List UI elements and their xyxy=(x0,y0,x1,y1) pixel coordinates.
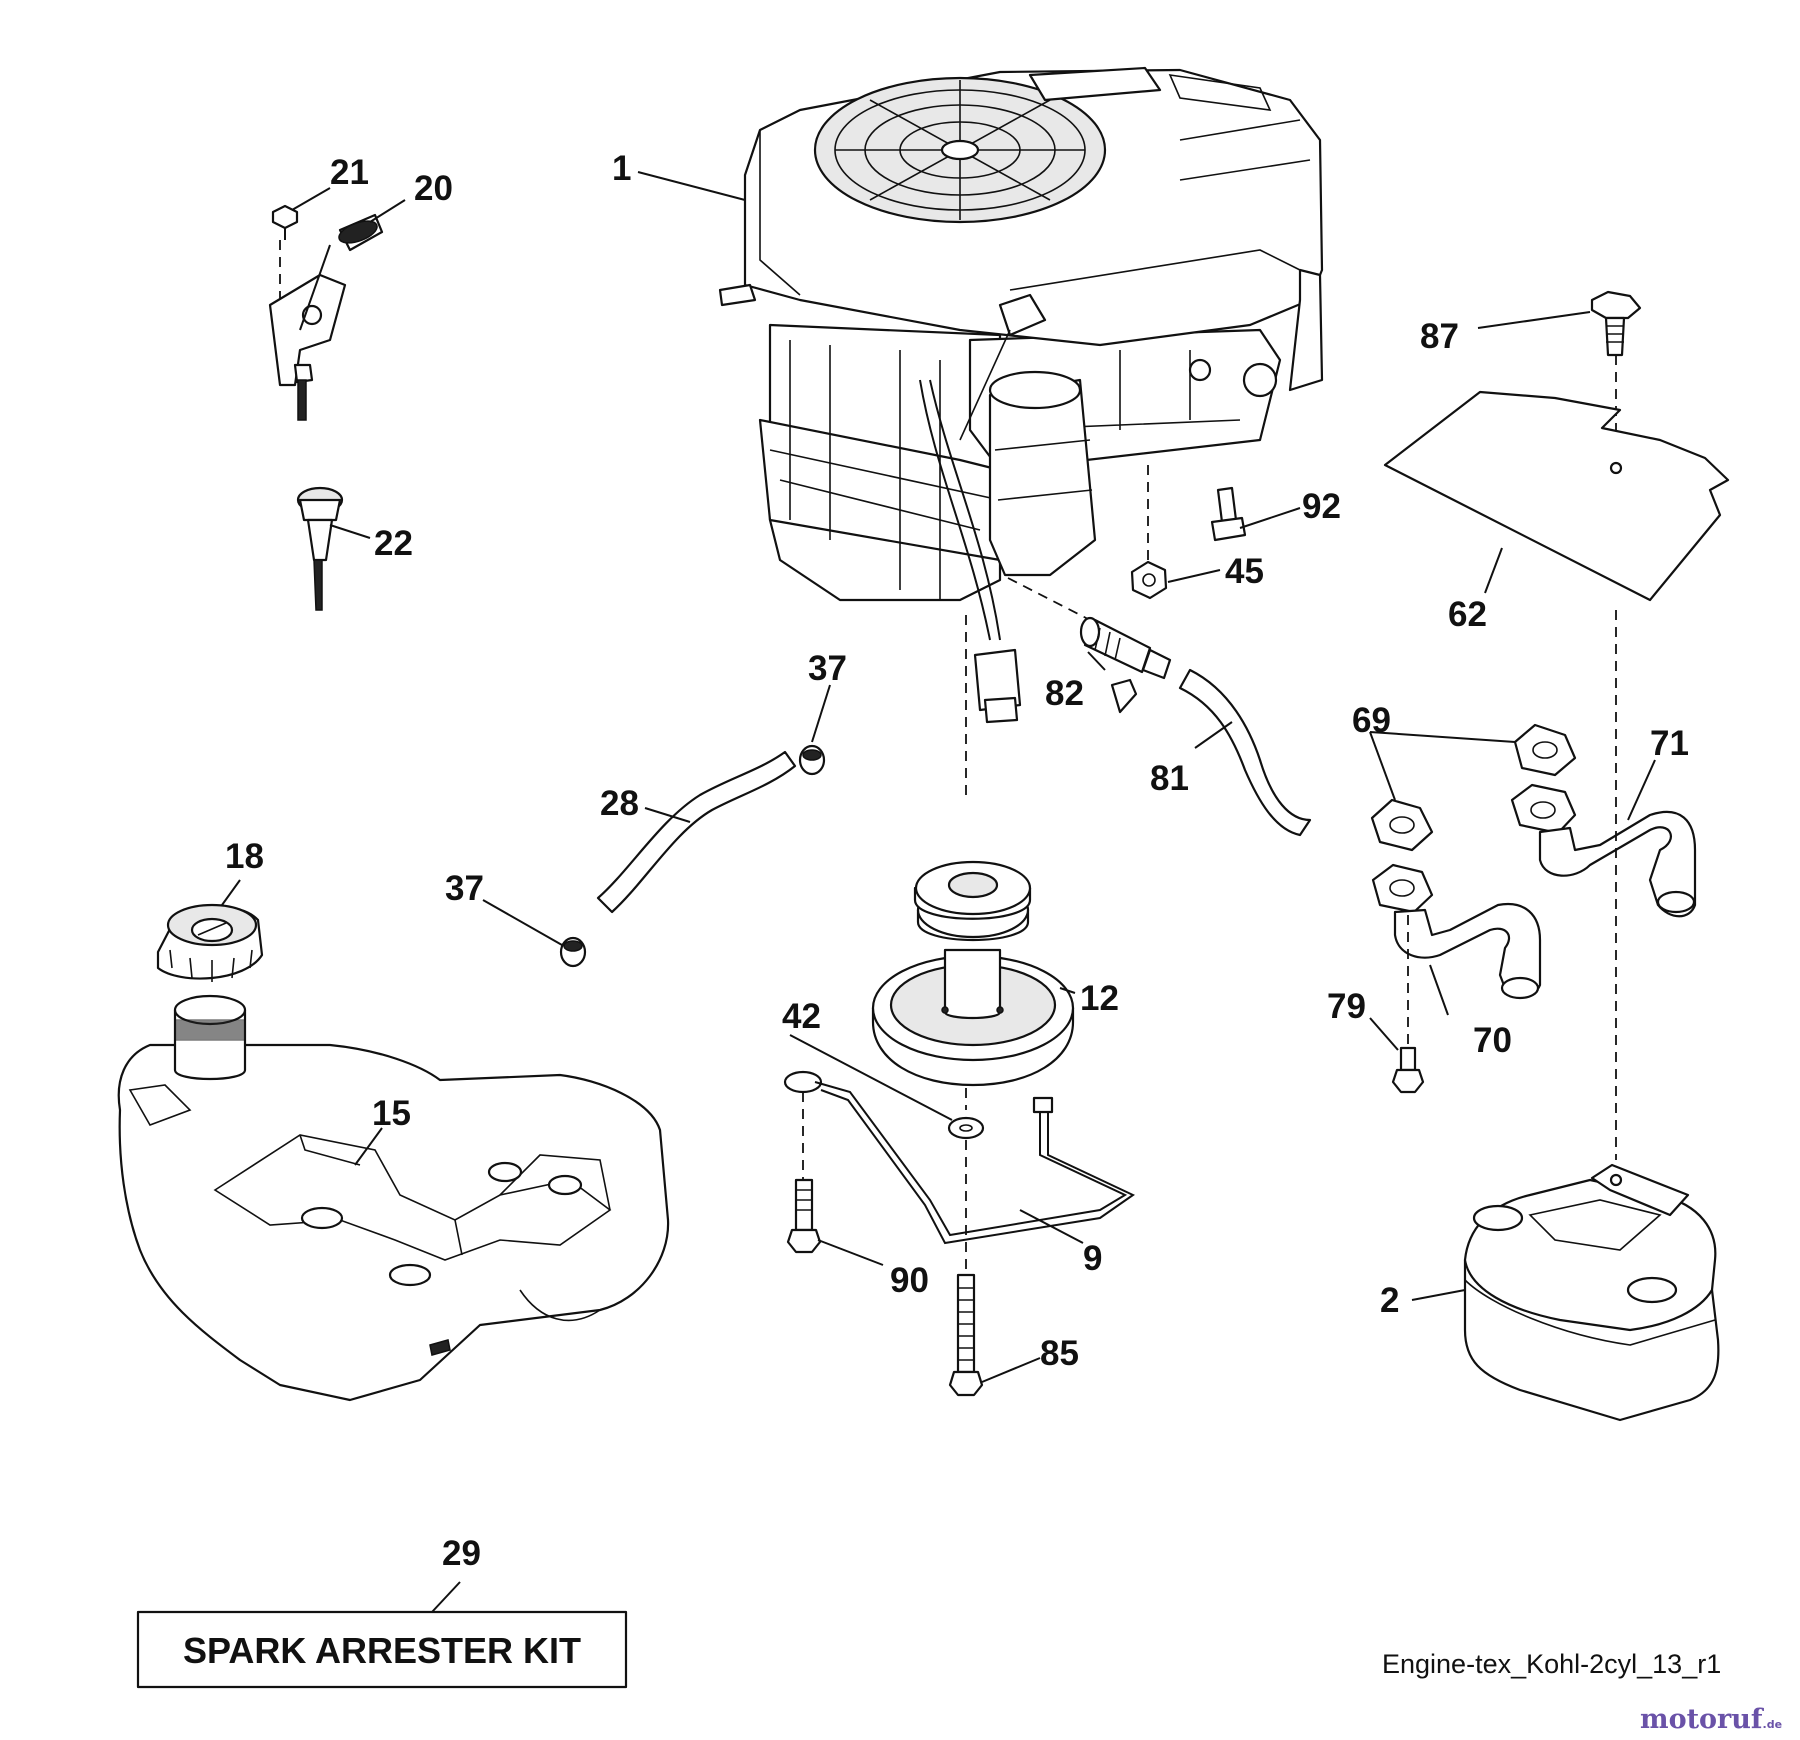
callout-82: 82 xyxy=(1045,674,1084,713)
callout-79: 79 xyxy=(1327,987,1366,1026)
callout-87: 87 xyxy=(1420,317,1459,356)
callout-81: 81 xyxy=(1150,759,1189,798)
fuel-line-icon xyxy=(596,750,797,914)
exhaust-pipe-71-icon xyxy=(1510,783,1697,918)
fuel-hose-icon xyxy=(1178,668,1312,837)
washer-icon xyxy=(947,1116,985,1140)
fuel-cap-icon xyxy=(156,903,264,982)
callout-12: 12 xyxy=(1080,979,1119,1018)
fuel-tank-icon xyxy=(117,994,670,1402)
nut-icon xyxy=(1130,560,1168,600)
leader-lines xyxy=(221,171,1656,1613)
callout-20: 20 xyxy=(414,169,453,208)
callout-90: 90 xyxy=(890,1261,929,1300)
watermark-logo: motoruf.de xyxy=(1640,1704,1782,1735)
spark-arrester-kit-label: SPARK ARRESTER KIT xyxy=(183,1630,581,1671)
muffler-icon xyxy=(1463,1163,1720,1422)
bolt-icon xyxy=(1590,290,1642,357)
callout-9: 9 xyxy=(1083,1239,1102,1278)
hose-clamp-icon xyxy=(798,744,826,776)
callout-85: 85 xyxy=(1040,1334,1079,1373)
bolt-79-icon xyxy=(1391,1046,1425,1094)
bolt-92-icon xyxy=(1210,486,1247,542)
fuel-filter-icon xyxy=(1079,616,1172,714)
callout-71: 71 xyxy=(1650,724,1689,763)
rod-icon xyxy=(783,1070,1135,1245)
choke-knob-icon xyxy=(296,486,344,611)
callouts: 1 21 20 22 87 92 45 62 37 82 81 69 71 28… xyxy=(225,149,1689,1573)
bolt-90-icon xyxy=(786,1178,822,1254)
callout-18: 18 xyxy=(225,837,264,876)
callout-15: 15 xyxy=(372,1094,411,1133)
callout-45: 45 xyxy=(1225,552,1264,591)
callout-2: 2 xyxy=(1380,1281,1399,1320)
callout-92: 92 xyxy=(1302,487,1341,526)
callout-1: 1 xyxy=(612,149,631,188)
diagram-code: Engine-tex_Kohl-2cyl_13_r1 xyxy=(1382,1649,1721,1679)
gasket-icon xyxy=(1370,798,1434,852)
bolt-85-icon xyxy=(948,1273,984,1397)
callout-37-left: 37 xyxy=(445,869,484,908)
callout-22: 22 xyxy=(374,524,413,563)
callout-69: 69 xyxy=(1352,701,1391,740)
choke-bracket-icon xyxy=(268,204,384,421)
pulley-icon xyxy=(871,860,1075,1087)
heat-shield-icon xyxy=(1383,390,1730,602)
engine-icon xyxy=(718,66,1324,724)
hose-clamp-icon xyxy=(559,936,587,968)
spark-arrester-kit-box xyxy=(136,1610,628,1689)
callout-70: 70 xyxy=(1473,1021,1512,1060)
callout-28: 28 xyxy=(600,784,639,823)
gasket-icon xyxy=(1513,723,1577,777)
exhaust-pipe-70-icon xyxy=(1371,863,1542,1000)
callout-37-top: 37 xyxy=(808,649,847,688)
callout-62: 62 xyxy=(1448,595,1487,634)
callout-21: 21 xyxy=(330,153,369,192)
callout-29: 29 xyxy=(442,1534,481,1573)
callout-42: 42 xyxy=(782,997,821,1036)
